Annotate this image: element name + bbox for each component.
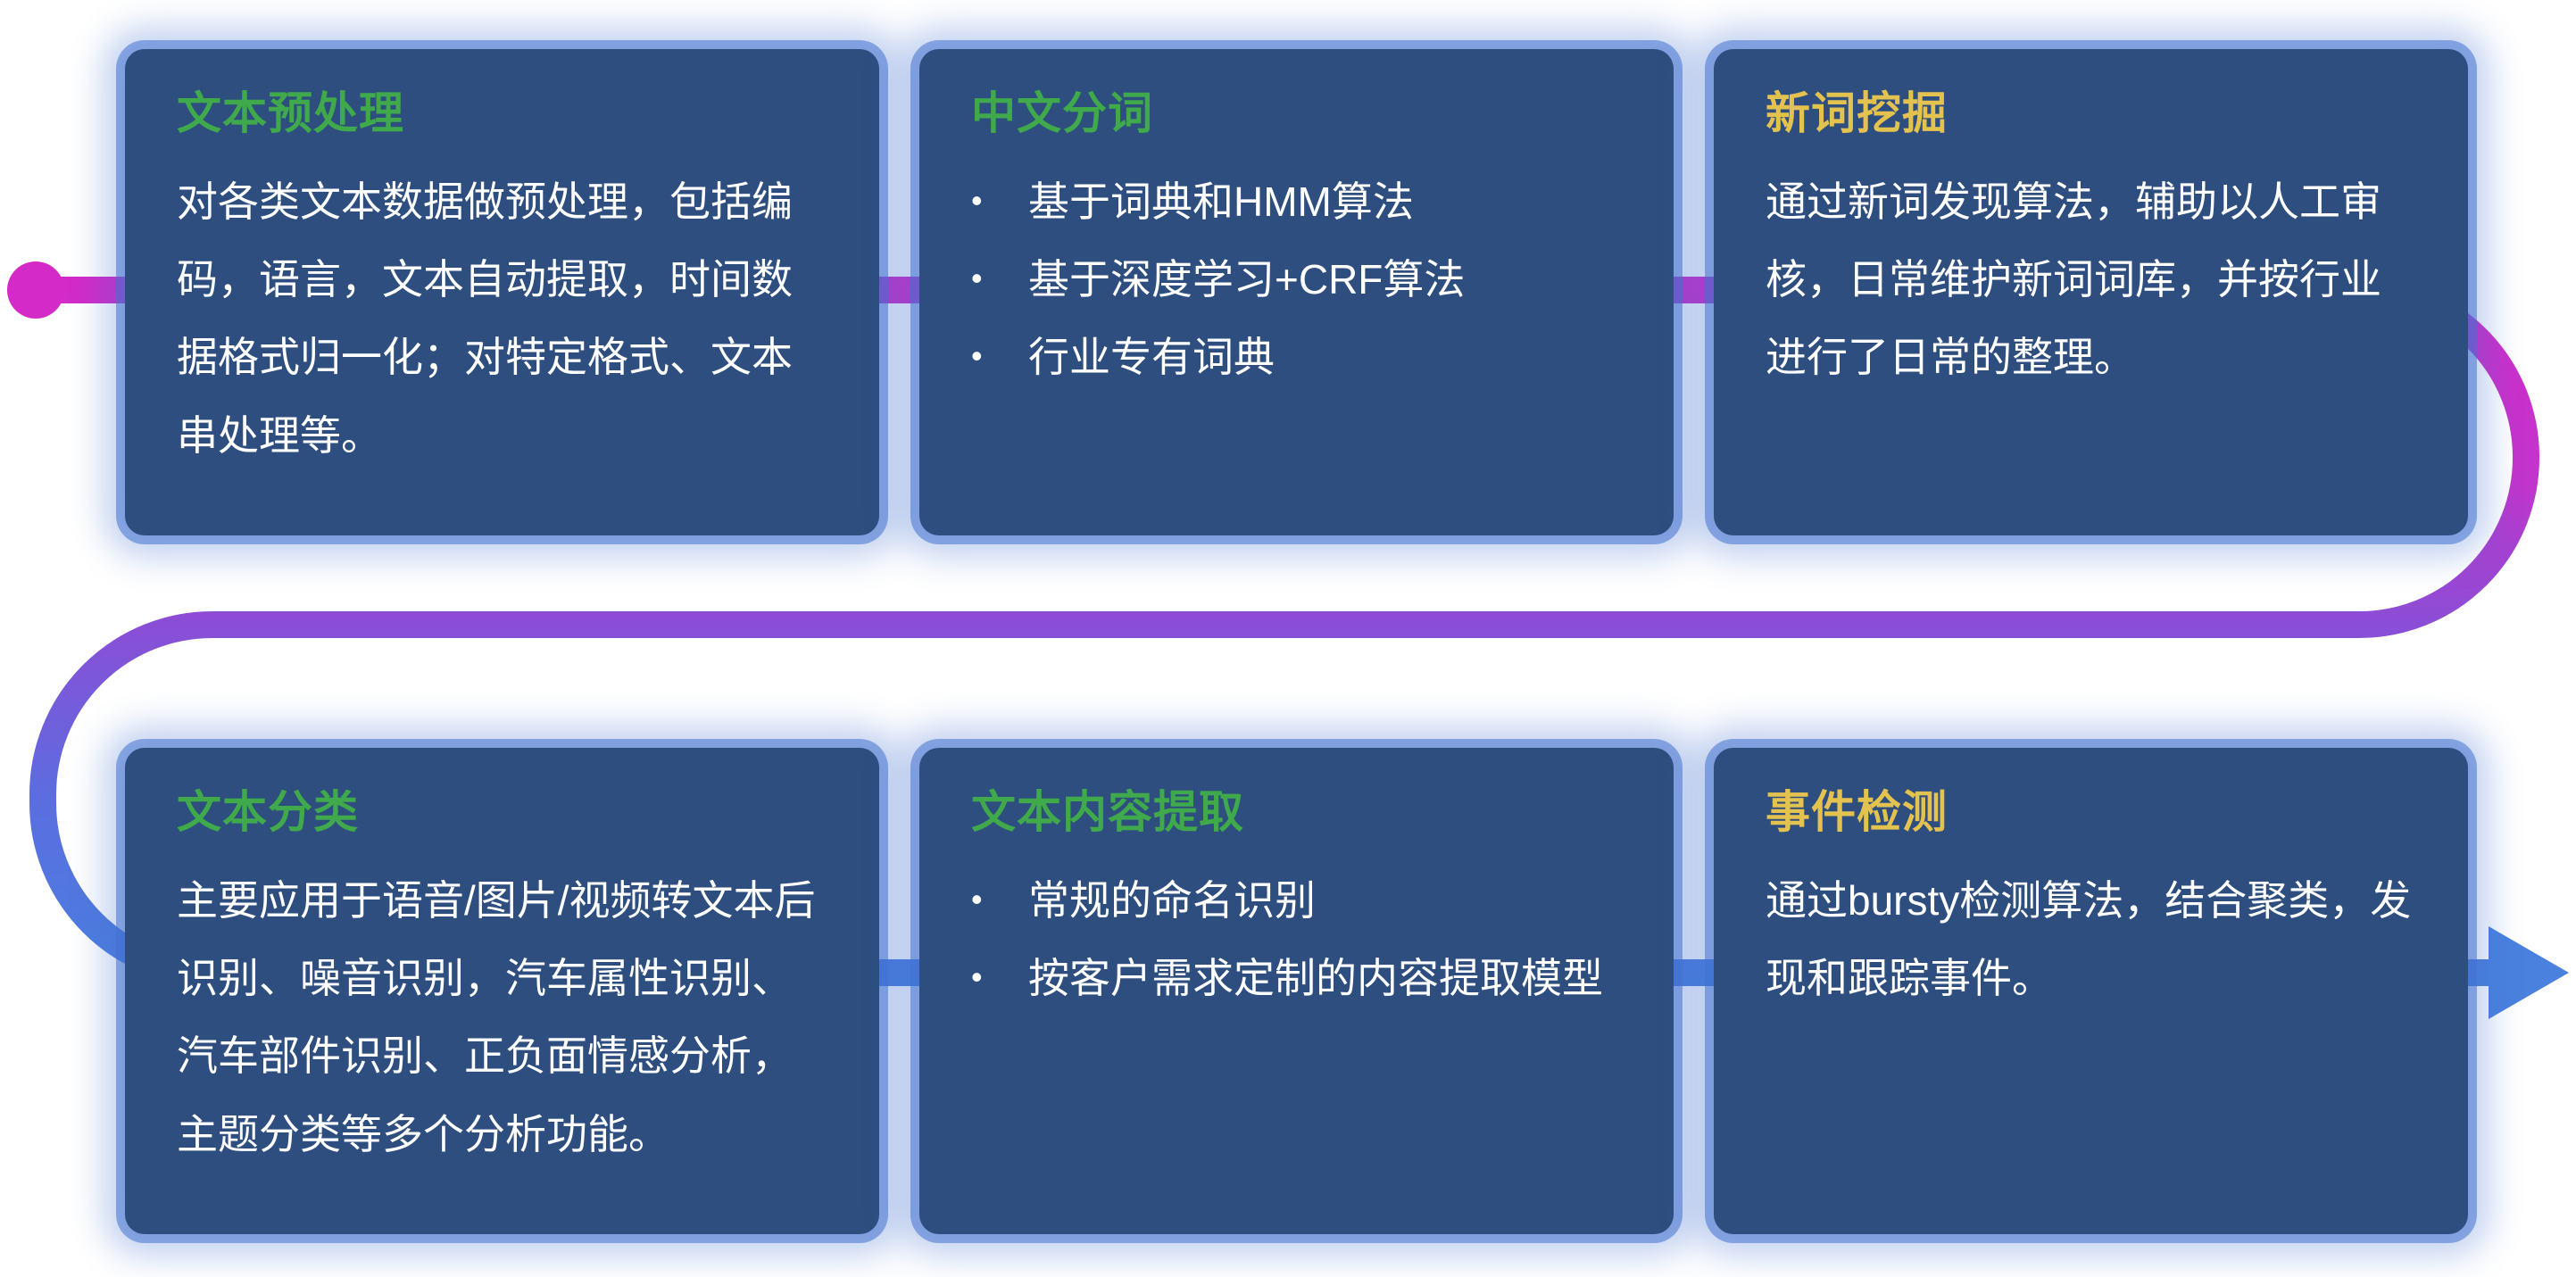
card-bullet-list: • 常规的命名识别 • 按客户需求定制的内容提取模型 [971, 862, 1622, 1018]
card-chinese-word-segmentation: 中文分词 • 基于词典和HMM算法 • 基于深度学习+CRF算法 • 行业专有词… [919, 49, 1674, 535]
card-text-preprocessing: 文本预处理 对各类文本数据做预处理，包括编码，语言，文本自动提取，时间数据格式归… [125, 49, 879, 535]
bullet-text: 行业专有词典 [1028, 334, 1275, 381]
card-body: 通过bursty检测算法，结合聚类，发现和跟踪事件。 [1766, 876, 2412, 1001]
bullet-text: 基于深度学习+CRF算法 [1028, 255, 1466, 303]
bullet-item: • 按客户需求定制的内容提取模型 [971, 940, 1622, 1017]
card-title: 新词挖掘 [1766, 88, 1948, 138]
flow-end-arrow-icon [2489, 926, 2569, 1019]
card-title: 文本预处理 [177, 88, 404, 138]
card-body: 对各类文本数据做预处理，包括编码，语言，文本自动提取，时间数据格式归一化；对特定… [177, 178, 793, 459]
card-body: 主要应用于语音/图片/视频转文本后识别、噪音识别，汽车属性识别、汽车部件识别、正… [177, 876, 816, 1157]
card-title: 中文分词 [971, 88, 1153, 138]
bullet-icon: • [971, 958, 983, 995]
card-text-content-extraction: 文本内容提取 • 常规的命名识别 • 按客户需求定制的内容提取模型 [919, 748, 1674, 1234]
card-event-detection: 事件检测 通过bursty检测算法，结合聚类，发现和跟踪事件。 [1714, 748, 2468, 1234]
bullet-text: 按客户需求定制的内容提取模型 [1028, 954, 1603, 1001]
flow-line-path [29, 277, 2540, 986]
bullet-text: 常规的命名识别 [1028, 876, 1316, 924]
bullet-icon: • [971, 259, 983, 296]
card-new-word-mining: 新词挖掘 通过新词发现算法，辅助以人工审核，日常维护新词词库，并按行业进行了日常… [1714, 49, 2468, 535]
card-title: 文本内容提取 [971, 787, 1244, 837]
card-title: 文本分类 [177, 787, 359, 837]
bullet-item: • 基于词典和HMM算法 [971, 163, 1622, 241]
card-body: 通过新词发现算法，辅助以人工审核，日常维护新词词库，并按行业进行了日常的整理。 [1766, 178, 2381, 381]
card-title: 事件检测 [1766, 787, 1948, 837]
bullet-icon: • [971, 880, 983, 917]
flow-start-dot [7, 261, 64, 319]
bullet-item: • 行业专有词典 [971, 319, 1622, 396]
card-bullet-list: • 基于词典和HMM算法 • 基于深度学习+CRF算法 • 行业专有词典 [971, 163, 1622, 397]
bullet-icon: • [971, 337, 983, 375]
bullet-icon: • [971, 181, 983, 219]
bullet-item: • 基于深度学习+CRF算法 [971, 241, 1622, 319]
card-text-classification: 文本分类 主要应用于语音/图片/视频转文本后识别、噪音识别，汽车属性识别、汽车部… [125, 748, 879, 1234]
bullet-text: 基于词典和HMM算法 [1028, 178, 1414, 225]
bullet-item: • 常规的命名识别 [971, 862, 1622, 940]
